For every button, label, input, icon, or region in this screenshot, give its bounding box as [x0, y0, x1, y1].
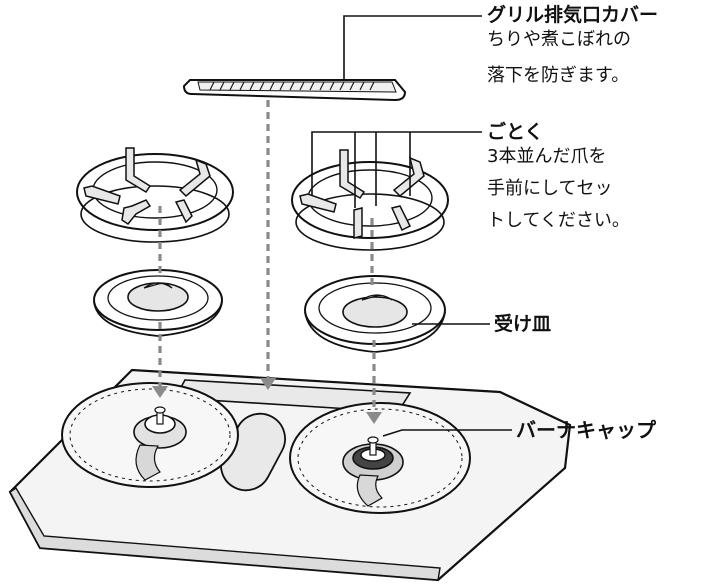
- trivet-desc-1: 3本並んだ爪を: [487, 146, 607, 167]
- leader-burner-cap: [382, 429, 512, 437]
- leader-lines: [311, 15, 512, 437]
- trivet-desc-3: トしてください。: [487, 210, 630, 231]
- grill-exhaust-cover: [182, 79, 407, 102]
- right-trivet: [291, 149, 449, 251]
- left-drip-pan: [93, 269, 223, 337]
- burner-cap-label: バーナキャップ: [516, 418, 656, 442]
- drip-pan-label: 受け皿: [494, 313, 552, 335]
- left-burner-well: [61, 382, 239, 488]
- right-drip-pan: [304, 275, 446, 353]
- trivet-title: ごとく: [487, 121, 544, 143]
- assembly-arrows: [158, 100, 376, 412]
- trivet-desc-2: 手前にしてセッ: [487, 178, 613, 199]
- leader-trivet: [311, 131, 482, 196]
- grill-cover-label: グリル排気口カバー ちりや煮こぼれの 落下を防ぎます。: [487, 3, 658, 89]
- leader-grill-cover: [343, 15, 482, 80]
- grill-cover-desc-1: ちりや煮こぼれの: [487, 29, 631, 50]
- right-burner-well: [289, 402, 471, 514]
- trivet-label: ごとく 3本並んだ爪を 手前にしてセッ トしてください。: [487, 120, 630, 234]
- grill-cover-title: グリル排気口カバー: [487, 4, 659, 26]
- arrow-heads: [152, 378, 382, 424]
- grill-cover-desc-2: 落下を防ぎます。: [487, 65, 630, 86]
- left-trivet: [76, 147, 234, 243]
